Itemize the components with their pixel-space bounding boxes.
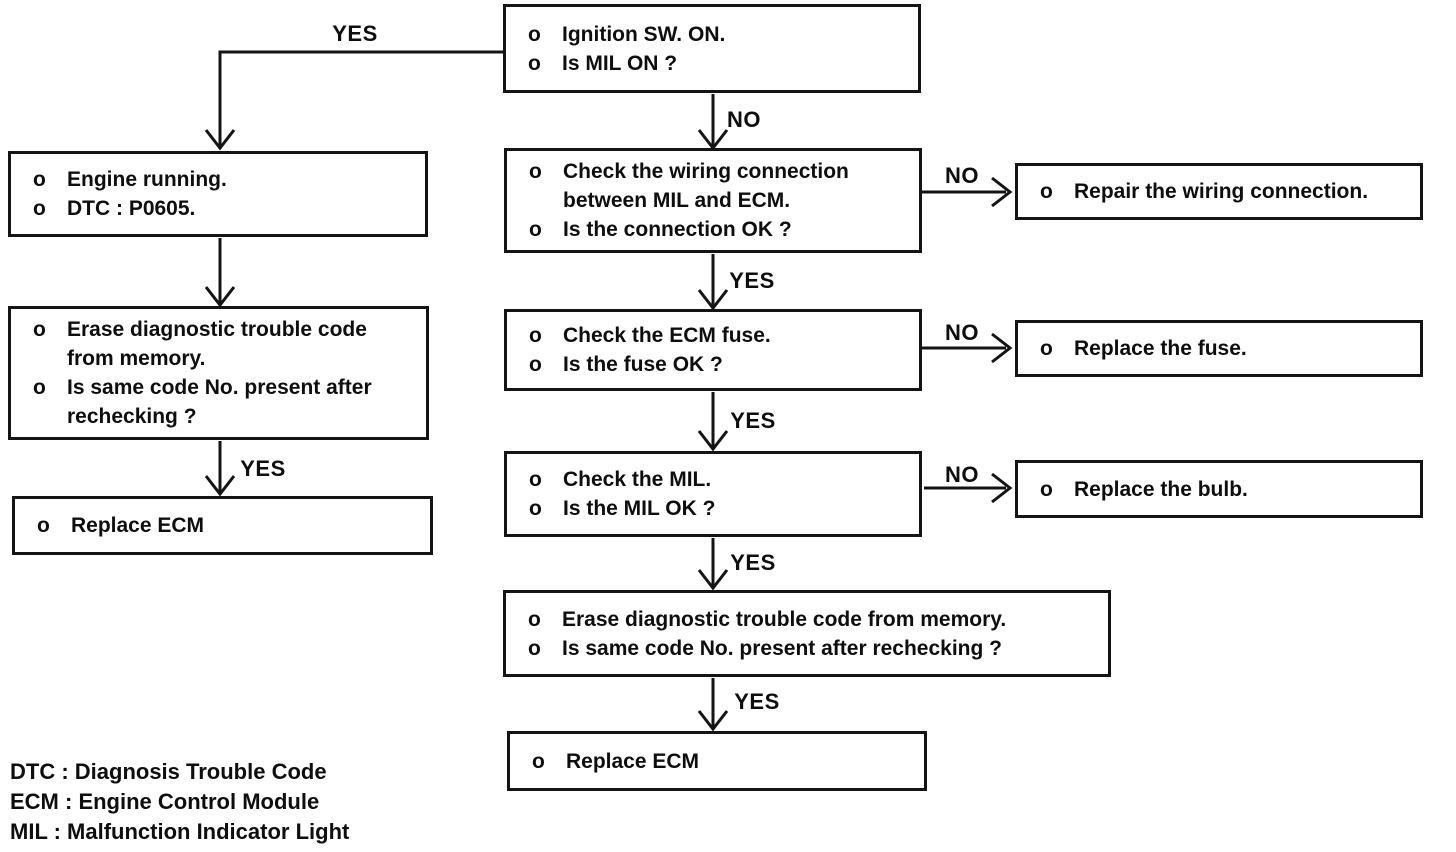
flow-box-check-wiring: o Check the wiring connection between MI… — [504, 148, 922, 253]
flow-box-repair-wiring: o Repair the wiring connection. — [1015, 163, 1423, 220]
flow-step: o Is same code No. present after recheck… — [33, 373, 402, 431]
bullet-marker: o — [529, 160, 542, 183]
flow-step: o Is the connection OK ? — [529, 215, 895, 244]
flow-step: o Is the fuse OK ? — [529, 350, 895, 379]
bullet-marker: o — [1040, 337, 1053, 360]
edge-no-to-replace-fuse — [922, 332, 1013, 364]
edge-label-yes-top: YES — [332, 21, 378, 46]
edge-yes-to-erase-center — [697, 538, 729, 591]
flow-step: o Ignition SW. ON. — [528, 20, 894, 49]
edge-yes-to-check-mil — [697, 392, 729, 452]
edge-label-yes-recheck: YES — [734, 689, 780, 714]
flow-step: o Engine running. — [33, 165, 401, 194]
edge-label-no-wiring: NO — [945, 163, 979, 188]
flow-step-text: Replace ECM — [566, 749, 700, 773]
edge-label-no-mil-ok: NO — [945, 462, 979, 487]
flow-step: o Check the wiring connection between MI… — [529, 157, 895, 215]
flow-step-text: Engine running. — [67, 168, 227, 191]
bullet-marker: o — [528, 636, 541, 660]
edge-label-no-mil: NO — [727, 107, 761, 132]
edge-engine-to-erase-left — [204, 238, 236, 308]
flow-step-text: Is the connection OK ? — [563, 218, 792, 241]
bullet-marker: o — [529, 353, 542, 376]
flow-step: o Replace ECM — [37, 511, 406, 540]
legend-line-dtc: DTC : Diagnosis Trouble Code — [10, 759, 327, 784]
edge-no-to-replace-bulb — [924, 472, 1013, 504]
bullet-marker: o — [37, 514, 50, 537]
flow-step-text: Is same code No. present after recheckin… — [562, 636, 1002, 660]
flow-box-replace-bulb: o Replace the bulb. — [1015, 460, 1423, 518]
bullet-marker: o — [528, 22, 541, 46]
legend-line-ecm: ECM : Engine Control Module — [10, 789, 320, 814]
flow-box-erase-code-left: o Erase diagnostic trouble code from mem… — [8, 306, 429, 440]
edge-no-to-check-wiring — [697, 94, 729, 151]
bullet-marker: o — [529, 468, 542, 491]
flow-step-text: Ignition SW. ON. — [562, 22, 726, 46]
flow-box-replace-ecm-center: o Replace ECM — [507, 731, 927, 791]
flow-step: o Replace ECM — [532, 747, 900, 776]
flow-step: o Replace the bulb. — [1040, 475, 1396, 504]
flow-step: o Repair the wiring connection. — [1040, 177, 1396, 206]
edge-label-yes-left: YES — [240, 456, 286, 481]
flow-step-text: Check the ECM fuse. — [563, 324, 771, 347]
flow-step-text: DTC : P0605. — [67, 197, 196, 220]
bullet-marker: o — [1040, 477, 1053, 501]
flow-step: o Erase diagnostic trouble code from mem… — [33, 315, 402, 373]
edge-label-no-fuse: NO — [945, 320, 979, 345]
edge-yes-to-replace-ecm-center — [697, 678, 729, 732]
edge-yes-to-check-fuse — [697, 254, 729, 311]
edge-no-to-repair-wiring — [922, 176, 1013, 208]
flow-step: o Is same code No. present after recheck… — [528, 634, 1084, 663]
bullet-marker: o — [528, 51, 541, 75]
edge-yes-to-replace-ecm-left — [204, 441, 236, 497]
edge-label-yes-mil-ok: YES — [730, 550, 776, 575]
edge-label-yes-fuse: YES — [730, 408, 776, 433]
flow-step: o Replace the fuse. — [1040, 334, 1396, 363]
bullet-marker: o — [33, 376, 46, 399]
bullet-marker: o — [529, 324, 542, 347]
flow-box-engine-running: o Engine running. o DTC : P0605. — [8, 151, 428, 237]
flow-step: o Is MIL ON ? — [528, 49, 894, 78]
bullet-marker: o — [532, 749, 545, 773]
flow-step: o DTC : P0605. — [33, 194, 401, 223]
flow-step-text: Replace the bulb. — [1074, 477, 1248, 501]
flow-step-text: Replace the fuse. — [1074, 337, 1247, 360]
legend-line-mil: MIL : Malfunction Indicator Light — [10, 819, 350, 844]
bullet-marker: o — [33, 168, 46, 191]
flow-step-text: Repair the wiring connection. — [1074, 180, 1369, 203]
flow-box-check-mil: o Check the MIL. o Is the MIL OK ? — [504, 451, 922, 537]
flow-step-text: Erase diagnostic trouble code from memor… — [562, 607, 1007, 631]
abbreviation-legend: DTC : Diagnosis Trouble Code ECM : Engin… — [10, 757, 349, 847]
flow-step: o Is the MIL OK ? — [529, 494, 895, 523]
flow-step-text: Is same code No. present after recheckin… — [67, 376, 372, 428]
bullet-marker: o — [1040, 180, 1053, 203]
flow-step-text: Erase diagnostic trouble code from memor… — [67, 318, 367, 370]
bullet-marker: o — [33, 197, 46, 220]
bullet-marker: o — [33, 318, 46, 341]
flow-step: o Check the MIL. — [529, 465, 895, 494]
flow-box-check-fuse: o Check the ECM fuse. o Is the fuse OK ? — [504, 309, 922, 391]
bullet-marker: o — [528, 607, 541, 631]
flow-step-text: Check the wiring connection between MIL … — [563, 160, 849, 212]
flow-step-text: Replace ECM — [71, 514, 205, 537]
flow-step-text: Check the MIL. — [563, 468, 712, 491]
flow-box-replace-ecm-left: o Replace ECM — [12, 496, 433, 555]
flow-step: o Erase diagnostic trouble code from mem… — [528, 605, 1084, 634]
edge-yes-to-engine-running — [204, 50, 503, 151]
bullet-marker: o — [529, 218, 542, 241]
flow-box-erase-code-center: o Erase diagnostic trouble code from mem… — [503, 590, 1111, 677]
flow-step: o Check the ECM fuse. — [529, 321, 895, 350]
flow-step-text: Is the fuse OK ? — [563, 353, 723, 376]
edge-label-yes-wiring: YES — [729, 268, 775, 293]
bullet-marker: o — [529, 497, 542, 520]
flow-step-text: Is MIL ON ? — [562, 51, 678, 75]
flow-step-text: Is the MIL OK ? — [563, 497, 716, 520]
flow-box-ignition: o Ignition SW. ON. o Is MIL ON ? — [503, 4, 921, 93]
flow-box-replace-fuse: o Replace the fuse. — [1015, 320, 1423, 377]
